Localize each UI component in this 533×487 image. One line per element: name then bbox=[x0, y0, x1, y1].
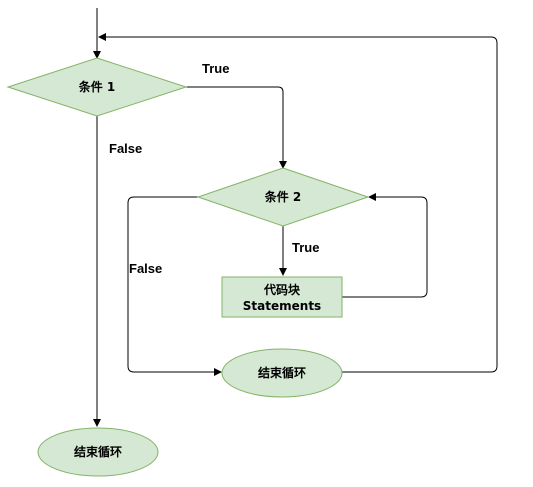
end-loop-inner-node: 结束循环 bbox=[221, 348, 343, 398]
condition2-label: 条件 2 bbox=[264, 189, 302, 204]
edge-end-inner-loop-back bbox=[98, 33, 498, 373]
code-block-label-line1: 代码块 bbox=[263, 282, 301, 297]
condition2-diamond bbox=[196, 167, 370, 227]
condition2-false-label: False bbox=[129, 261, 162, 276]
end-loop-outer-ellipse bbox=[37, 427, 159, 477]
code-block-rect bbox=[221, 276, 343, 318]
edge-condition2-false bbox=[127, 196, 222, 376]
condition1-diamond bbox=[6, 57, 188, 117]
condition2-node: 条件 2 bbox=[196, 167, 370, 227]
end-loop-outer-label: 结束循环 bbox=[74, 444, 122, 459]
condition1-label: 条件 1 bbox=[78, 79, 116, 94]
code-block-label-line2: Statements bbox=[243, 299, 321, 313]
condition1-false-label: False bbox=[109, 141, 142, 156]
end-loop-inner-label: 结束循环 bbox=[258, 365, 306, 380]
code-block-node: 代码块 Statements bbox=[221, 276, 343, 318]
end-loop-inner-ellipse bbox=[221, 348, 343, 398]
edge-codeblock-loop-back bbox=[342, 193, 428, 298]
edge-condition1-true bbox=[186, 86, 287, 169]
end-loop-outer-node: 结束循环 bbox=[37, 427, 159, 477]
condition2-true-label: True bbox=[292, 240, 319, 255]
condition1-node: 条件 1 bbox=[6, 57, 188, 117]
condition1-true-label: True bbox=[202, 61, 229, 76]
